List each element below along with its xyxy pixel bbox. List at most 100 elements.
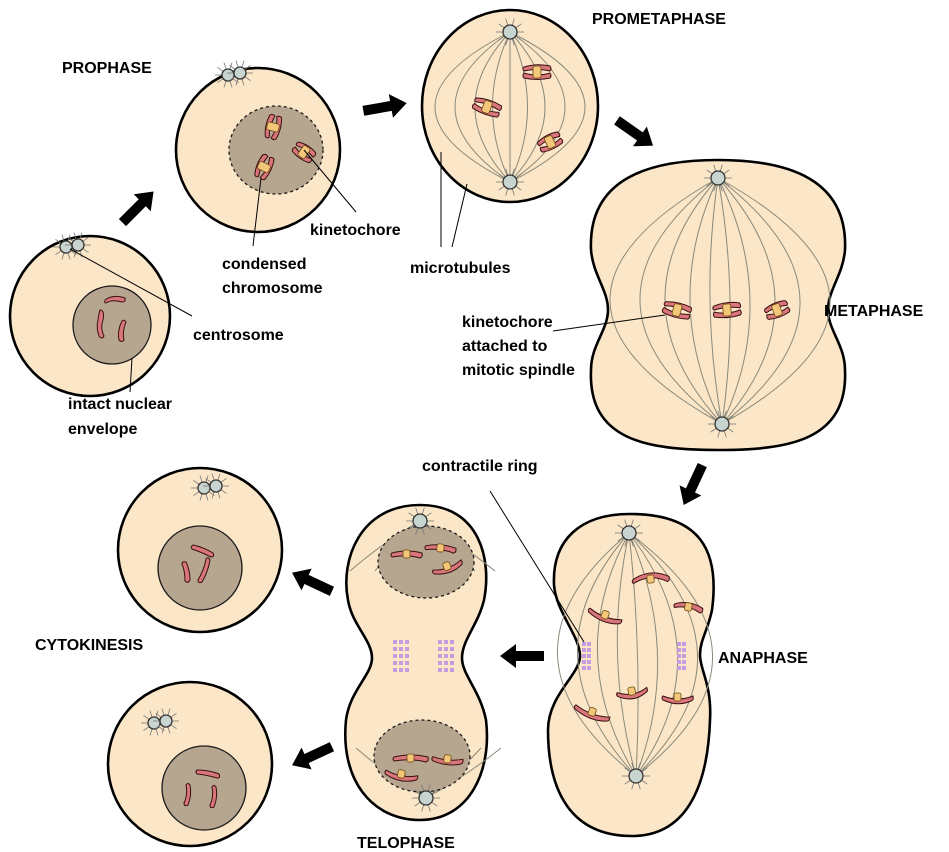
centriole	[629, 769, 643, 783]
kinetochore	[397, 769, 405, 778]
actin-myosin-dot	[677, 654, 681, 658]
actin-myosin-dot	[682, 648, 686, 652]
interphase-cell	[10, 233, 170, 396]
stage-label-prophase: PROPHASE	[62, 60, 152, 77]
centriole	[160, 715, 172, 727]
prometaphase-cell	[422, 10, 598, 202]
actin-myosin-dot	[682, 642, 686, 646]
arrow-icon	[287, 736, 337, 776]
centriole	[503, 25, 517, 39]
arrow-icon	[114, 183, 162, 231]
actin-myosin-dot	[438, 661, 442, 665]
centriole	[622, 526, 636, 540]
actin-myosin-dot	[682, 654, 686, 658]
arrow-icon	[361, 91, 408, 122]
stage-label-telophase: TELOPHASE	[357, 835, 455, 852]
anaphase-cell-membrane	[548, 514, 714, 836]
actin-myosin-dot	[677, 660, 681, 664]
aster-ray	[236, 61, 238, 68]
actin-myosin-dot	[444, 647, 448, 651]
callout-nuclear-line2: envelope	[68, 421, 137, 438]
actin-myosin-dot	[582, 648, 586, 652]
centriole	[715, 417, 729, 431]
kinetochore	[437, 544, 445, 553]
actin-myosin-dot	[682, 666, 686, 670]
actin-myosin-dot	[582, 666, 586, 670]
actin-myosin-dot	[450, 640, 454, 644]
callout-kinetochore-attached-line2: attached to	[462, 338, 548, 355]
centriole	[148, 717, 160, 729]
stage-label-metaphase: METAPHASE	[824, 303, 924, 320]
actin-myosin-dot	[587, 660, 591, 664]
actin-myosin-dot	[438, 640, 442, 644]
actin-myosin-dot	[438, 647, 442, 651]
stage-label-anaphase: ANAPHASE	[718, 650, 808, 667]
actin-myosin-dot	[587, 648, 591, 652]
centriole	[503, 175, 517, 189]
actin-myosin-dot	[444, 640, 448, 644]
actin-myosin-dot	[682, 660, 686, 664]
kinetochore	[684, 602, 692, 611]
centriole	[198, 482, 210, 494]
daughter-cell-top-nucleus	[158, 526, 242, 610]
aster-ray	[224, 63, 226, 70]
actin-myosin-dot	[393, 640, 397, 644]
callout-kinetochore: kinetochore	[310, 222, 401, 239]
centriole	[413, 514, 427, 528]
actin-myosin-dot	[587, 666, 591, 670]
centriole	[234, 67, 246, 79]
kinetochore	[628, 687, 636, 696]
actin-myosin-dot	[399, 640, 403, 644]
actin-myosin-dot	[399, 647, 403, 651]
actin-myosin-dot	[399, 661, 403, 665]
kinetochore	[444, 755, 452, 764]
callout-kinetochore-attached-line3: mitotic spindle	[462, 362, 575, 379]
actin-myosin-dot	[444, 654, 448, 658]
stage-label-prometaphase: PROMETAPHASE	[592, 11, 726, 28]
callout-nuclear-line1: intact nuclear	[68, 396, 172, 413]
anaphase-cell	[548, 514, 714, 836]
actin-myosin-dot	[450, 654, 454, 658]
callout-kinetochore-attached-line1: kinetochore	[462, 314, 553, 331]
actin-myosin-dot	[677, 666, 681, 670]
actin-myosin-dot	[582, 642, 586, 646]
centriole	[72, 239, 84, 251]
callout-centrosome: centrosome	[193, 327, 284, 344]
callout-contractile-ring: contractile ring	[422, 458, 538, 475]
actin-myosin-dot	[444, 668, 448, 672]
kinetochore	[533, 66, 541, 78]
actin-myosin-dot	[393, 668, 397, 672]
actin-myosin-dot	[393, 654, 397, 658]
actin-myosin-dot	[582, 654, 586, 658]
aster-ray	[242, 61, 244, 68]
actin-myosin-dot	[393, 647, 397, 651]
centriole	[711, 171, 725, 185]
centriole	[419, 791, 433, 805]
actin-myosin-dot	[399, 668, 403, 672]
actin-myosin-dot	[450, 661, 454, 665]
daughter-cell-bottom	[108, 682, 272, 846]
actin-myosin-dot	[438, 668, 442, 672]
callout-condensed-line2: chromosome	[222, 280, 323, 297]
aster-ray	[217, 67, 223, 71]
telophase-cell	[345, 505, 501, 820]
callout-microtubules: microtubules	[410, 260, 511, 277]
kinetochore	[722, 304, 731, 317]
actin-myosin-dot	[405, 668, 409, 672]
centriole	[222, 69, 234, 81]
actin-myosin-dot	[438, 654, 442, 658]
actin-myosin-dot	[587, 642, 591, 646]
arrow-icon	[673, 460, 713, 510]
actin-myosin-dot	[587, 654, 591, 658]
centriole	[60, 241, 72, 253]
actin-myosin-dot	[405, 661, 409, 665]
actin-myosin-dot	[582, 660, 586, 664]
arrow-icon	[287, 562, 337, 602]
actin-myosin-dot	[405, 654, 409, 658]
stage-label-cytokinesis: CYTOKINESIS	[35, 637, 144, 654]
daughter-cell-bottom-nucleus	[162, 746, 246, 830]
arrow-icon	[610, 111, 660, 156]
actin-myosin-dot	[450, 668, 454, 672]
actin-myosin-dot	[405, 647, 409, 651]
actin-myosin-dot	[405, 640, 409, 644]
